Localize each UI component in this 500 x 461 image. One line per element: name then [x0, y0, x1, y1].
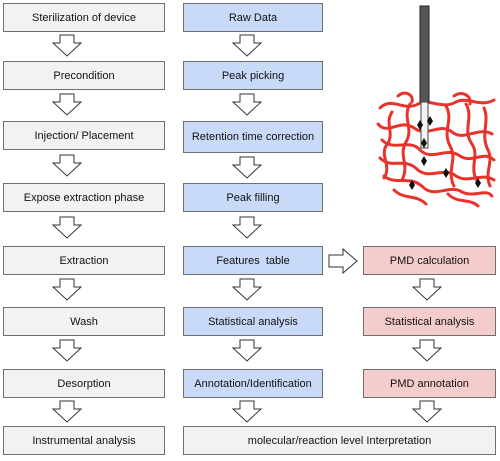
step-pmd-annotation: PMD annotation — [363, 369, 496, 398]
arrow-down — [52, 400, 82, 423]
step-precondition: Precondition — [3, 61, 165, 90]
arrow-down — [232, 156, 262, 179]
step-raw-data: Raw Data — [183, 3, 323, 32]
step-retention-time-correction: Retention time correction — [183, 121, 323, 153]
arrow-down — [52, 339, 82, 362]
step-statistical-analysis: Statistical analysis — [183, 307, 323, 336]
step-pmd-calculation: PMD calculation — [363, 246, 496, 275]
arrow-down — [52, 93, 82, 116]
arrow-down — [232, 400, 262, 423]
step-peak-picking: Peak picking — [183, 61, 323, 90]
step-desorption: Desorption — [3, 369, 165, 398]
step-sterilization: Sterilization of device — [3, 3, 165, 32]
arrow-down — [52, 216, 82, 239]
arrow-down — [232, 278, 262, 301]
step-instrumental-analysis: Instrumental analysis — [3, 426, 165, 455]
step-pmd-statistical-analysis: Statistical analysis — [363, 307, 496, 336]
analyte-markers — [409, 116, 481, 190]
arrow-down — [232, 93, 262, 116]
arrow-down — [52, 34, 82, 57]
arrow-down — [412, 339, 442, 362]
arrow-right — [328, 247, 358, 275]
arrow-down — [412, 278, 442, 301]
arrow-down — [232, 34, 262, 57]
arrow-down — [52, 278, 82, 301]
step-expose-extraction-phase: Expose extraction phase — [3, 183, 165, 212]
spme-fiber-in-tissue-illustration — [376, 5, 496, 208]
step-peak-filling: Peak filling — [183, 183, 323, 212]
step-injection-placement: Injection/ Placement — [3, 121, 165, 150]
fiber-holder — [419, 5, 430, 103]
step-interpretation: molecular/reaction level Interpretation — [183, 426, 496, 455]
arrow-down — [52, 154, 82, 177]
arrow-down — [232, 216, 262, 239]
step-features-table: Features table — [183, 246, 323, 275]
step-extraction: Extraction — [3, 246, 165, 275]
arrow-down — [412, 400, 442, 423]
step-wash: Wash — [3, 307, 165, 336]
tissue-network — [376, 91, 496, 208]
arrow-down — [232, 339, 262, 362]
step-annotation-identification: Annotation/Identification — [183, 369, 323, 398]
